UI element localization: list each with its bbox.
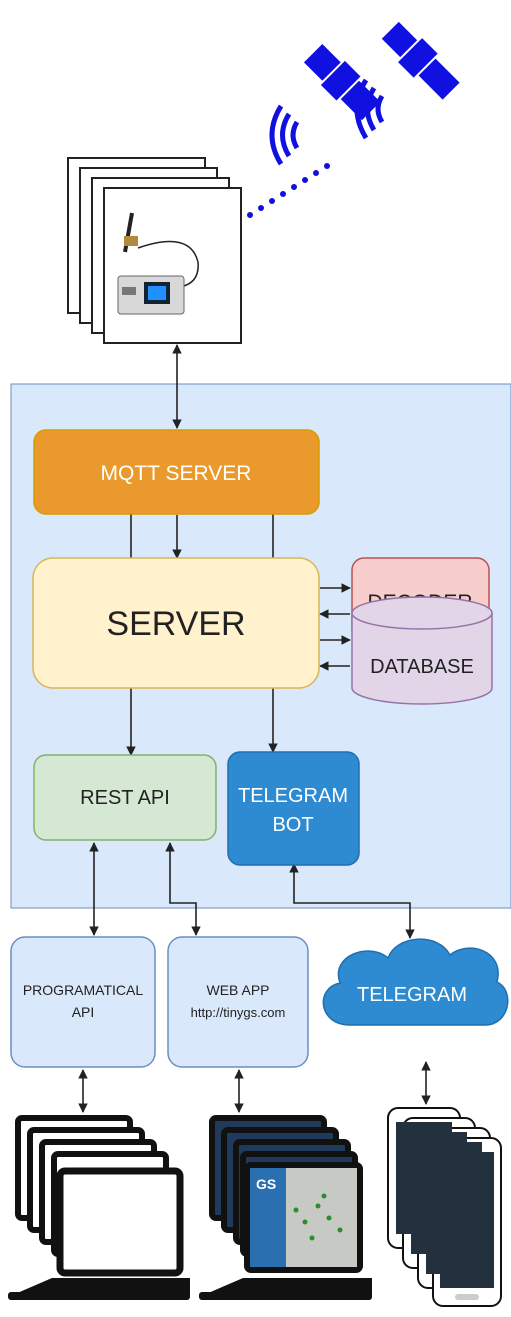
laptop-icon (8, 1115, 190, 1300)
signal-dots-icon (247, 163, 330, 218)
map-markers (293, 1193, 343, 1241)
database-top (351, 596, 493, 630)
rest-api-box (33, 754, 217, 841)
mqtt-server-node: MQTT SERVER (33, 429, 320, 515)
programatical-api-box (10, 936, 156, 1068)
database-cylinder-icon: DATABASE (351, 596, 493, 705)
web-app-laptop-icon: GS (199, 1115, 372, 1300)
web-app-label-line1: WEB APP (206, 982, 269, 998)
server-label: SERVER (106, 605, 245, 643)
cloud-icon: TELEGRAM (322, 938, 509, 1026)
programatical-api-label-line1: PROGRAMATICAL (23, 982, 144, 998)
telegram-bot-box (227, 751, 360, 866)
programatical-api-label-line2: API (72, 1004, 95, 1020)
web-app-node: WEB APP http://tinygs.com (167, 936, 309, 1068)
database-body (351, 613, 493, 705)
mqtt-server-label: MQTT SERVER (101, 462, 252, 485)
phone-icon (387, 1107, 502, 1307)
telegram-bot-node: TELEGRAM BOT (227, 751, 360, 866)
telegram-cloud-shape (322, 938, 509, 1026)
radio-waves-icon (269, 78, 385, 166)
ground-station-icon (67, 157, 242, 344)
server-box (32, 557, 320, 689)
programatical-api-node: PROGRAMATICAL API (10, 936, 156, 1068)
telegram-bot-label-line1: TELEGRAM (238, 785, 348, 807)
database-label: DATABASE (370, 656, 474, 678)
telegram-label: TELEGRAM (357, 984, 467, 1006)
web-app-screen-brand: GS (256, 1176, 276, 1192)
server-node: SERVER (32, 557, 320, 689)
web-app-label-line2: http://tinygs.com (191, 1005, 286, 1020)
rest-api-node: REST API (33, 754, 217, 841)
mqtt-server-box (33, 429, 320, 515)
web-app-box (167, 936, 309, 1068)
rest-api-label: REST API (80, 787, 170, 809)
satellite-icon (303, 21, 460, 121)
telegram-bot-label-line2: BOT (272, 814, 313, 836)
